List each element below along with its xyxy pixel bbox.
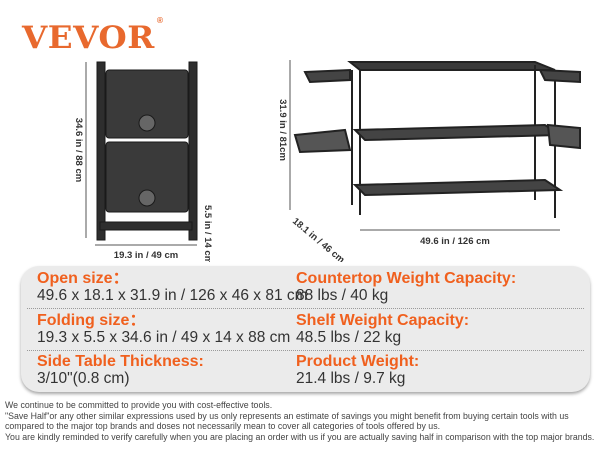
spec-countertop-capacity: Countertop Weight Capacity: 88 lbs / 40 …: [296, 270, 516, 304]
open-table-image: [293, 61, 581, 218]
registered-mark: ®: [156, 15, 164, 25]
spec-value: 88 lbs / 40 kg: [296, 287, 389, 304]
folded-width-label: 19.3 in / 49 cm: [114, 250, 178, 261]
disclaimer-line: You are kindly reminded to verify carefu…: [5, 431, 595, 442]
spec-product-weight: Product Weight: 21.4 lbs / 9.7 kg: [296, 353, 419, 387]
folded-depth-label: 5.5 in / 14 cm: [202, 205, 213, 262]
open-depth-label: 18.1 in / 46 cm: [290, 216, 346, 262]
spec-value: 48.5 lbs / 22 kg: [296, 329, 402, 346]
spec-title: Folding size：: [37, 312, 146, 329]
spec-value: 21.4 lbs / 9.7 kg: [296, 370, 406, 387]
spec-title: Open size：: [37, 270, 129, 287]
disclaimer-line: We continue to be committed to provide y…: [5, 400, 273, 410]
folded-table-image: [96, 61, 198, 241]
spec-value: 49.6 x 18.1 x 31.9 in / 126 x 46 x 81 cm: [37, 287, 308, 304]
spec-panel: Open size： 49.6 x 18.1 x 31.9 in / 126 x…: [21, 266, 590, 392]
spec-title: Countertop Weight Capacity:: [296, 270, 517, 287]
spec-side-table-thickness: Side Table Thickness: 3/10"(0.8 cm): [37, 353, 204, 387]
divider: [27, 308, 584, 309]
spec-title: Side Table Thickness:: [37, 353, 204, 370]
disclaimer-line: "Save Half"or any other similar expressi…: [5, 410, 569, 421]
product-illustration: 34.6 in / 88 cm 19.3 in / 49 cm 5.5 in /…: [73, 60, 581, 262]
disclaimer-line: compared to the major top brands and dos…: [5, 421, 441, 431]
spec-title: Shelf Weight Capacity:: [296, 312, 470, 329]
spec-value: 19.3 x 5.5 x 34.6 in / 49 x 14 x 88 cm: [37, 329, 291, 346]
divider: [27, 350, 584, 351]
folded-height-label: 34.6 in / 88 cm: [73, 118, 84, 182]
open-width-label: 49.6 in / 126 cm: [420, 236, 490, 247]
spec-value: 3/10"(0.8 cm): [37, 370, 130, 387]
spec-open-size: Open size： 49.6 x 18.1 x 31.9 in / 126 x…: [37, 270, 308, 304]
open-height-label: 31.9 in / 81cm: [277, 99, 288, 161]
spec-shelf-capacity: Shelf Weight Capacity: 48.5 lbs / 22 kg: [296, 312, 469, 346]
spec-title: Product Weight:: [296, 353, 420, 370]
spec-folding-size: Folding size： 19.3 x 5.5 x 34.6 in / 49 …: [37, 312, 290, 346]
logo-text: VEVOR: [22, 20, 155, 56]
vevor-logo: VEVOR®: [22, 16, 163, 56]
disclaimer: We continue to be committed to provide y…: [5, 400, 594, 442]
